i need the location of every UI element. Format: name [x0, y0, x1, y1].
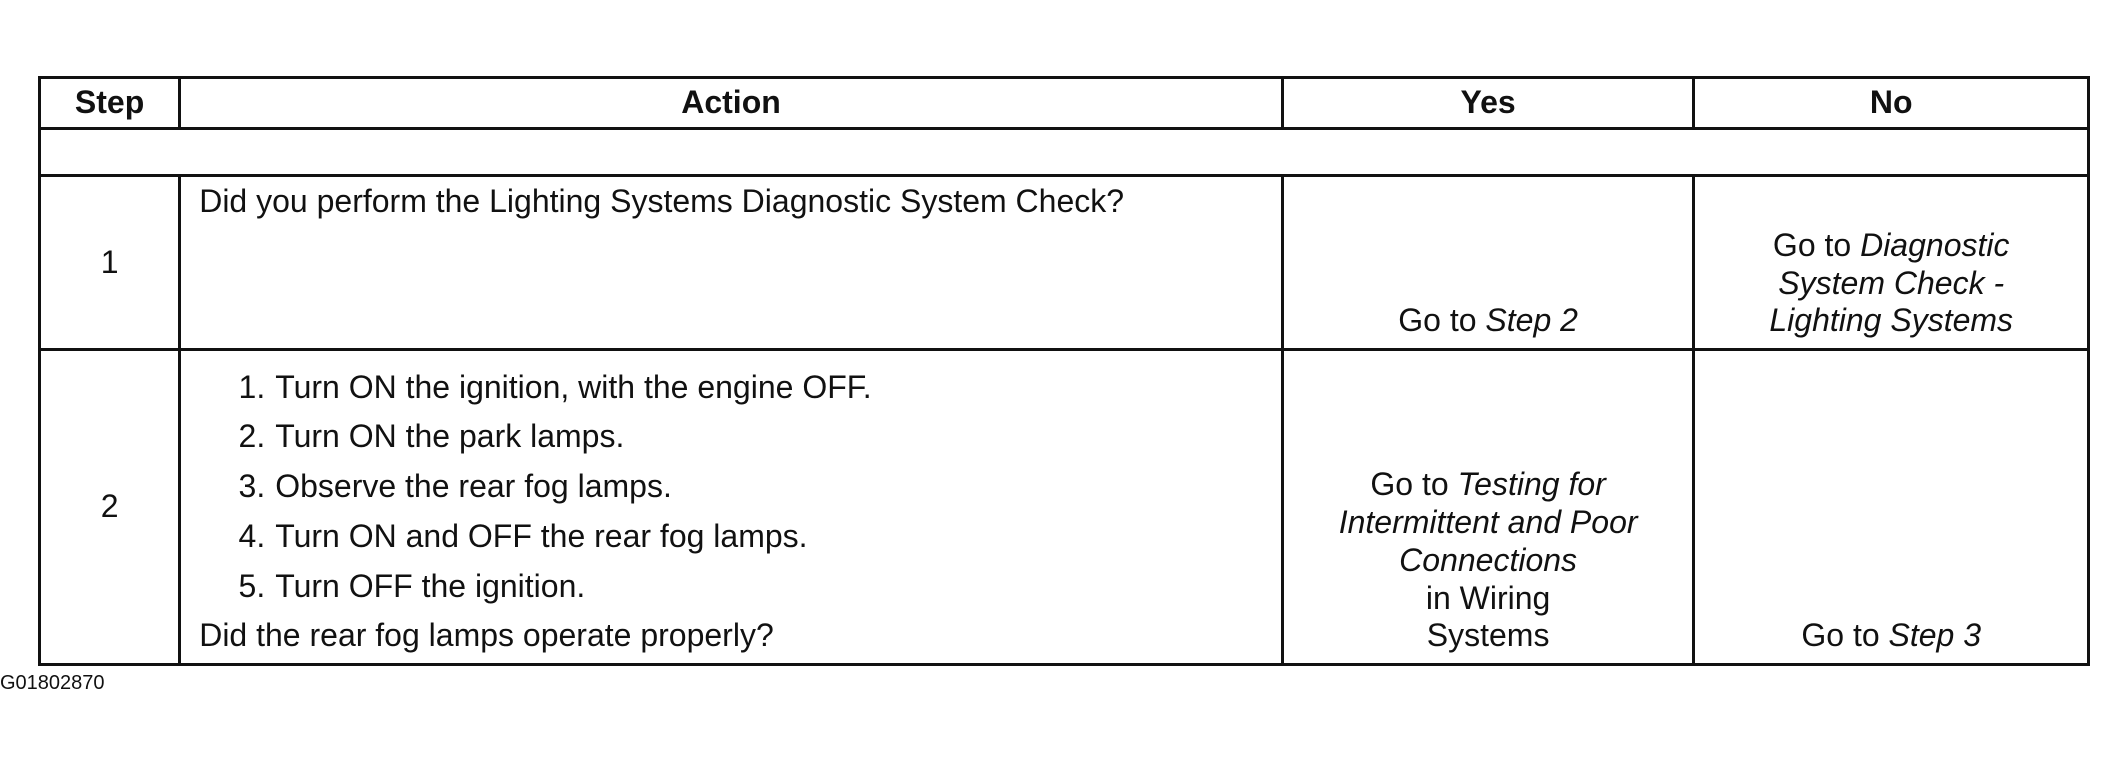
header-action: Action: [178, 76, 1284, 130]
yes-suffix-line-1: in Wiring: [1425, 579, 1551, 616]
no-ref-line-1: Diagnostic: [1860, 226, 2010, 263]
yes-prefix: Go to: [1398, 302, 1477, 339]
header-no: No: [1692, 76, 2090, 130]
yes-result: Go to Testing for Intermittent and Poor …: [1280, 348, 1696, 666]
table-row: 2 1.Turn ON the ignition, with the engin…: [37, 348, 2090, 666]
diagnostic-table: Step Action Yes No 1 Did you perform the…: [37, 76, 2090, 666]
table-row: 1 Did you perform the Lighting Systems D…: [37, 174, 2090, 351]
instruction-number: 4.: [238, 517, 266, 554]
instruction-item: 4.Turn ON and OFF the rear fog lamps.: [199, 518, 1263, 556]
instruction-item: 2.Turn ON the park lamps.: [199, 418, 1263, 456]
yes-ref-line-3: Connections: [1399, 541, 1578, 578]
header-row: Step Action Yes No: [37, 76, 2090, 130]
yes-result: Go to Step 2: [1280, 174, 1696, 351]
instruction-number: 5.: [238, 567, 266, 604]
instruction-item: 5.Turn OFF the ignition.: [199, 568, 1263, 606]
action-question: Did the rear fog lamps operate properly?: [199, 617, 774, 654]
step-number: 1: [37, 174, 182, 351]
figure-id: G01802870: [0, 672, 105, 694]
instruction-list: 1.Turn ON the ignition, with the engine …: [199, 369, 1263, 606]
spacer-row: [38, 127, 2090, 177]
instruction-number: 3.: [238, 468, 266, 504]
instruction-text: Turn ON and OFF the rear fog lamps.: [275, 517, 808, 554]
instruction-item: 3.Observe the rear fog lamps.: [199, 468, 1263, 506]
no-ref-line-2: System Check -: [1778, 264, 2005, 301]
no-ref-line-3: Lighting Systems: [1769, 302, 2014, 339]
spacer-cell: [38, 127, 2090, 177]
no-prefix: Go to: [1772, 226, 1852, 263]
action-question: Did you perform the Lighting Systems Dia…: [178, 174, 1284, 351]
instruction-number: 1.: [238, 368, 266, 405]
yes-suffix-line-2: Systems: [1426, 617, 1550, 654]
instruction-text: Turn ON the park lamps.: [275, 418, 625, 455]
no-result: Go to Diagnostic System Check - Lighting…: [1692, 174, 2090, 351]
no-step-ref: Step 3: [1888, 617, 1982, 654]
yes-ref-line-2: Intermittent and Poor: [1338, 504, 1638, 540]
yes-step-ref: Step 2: [1485, 302, 1578, 339]
yes-ref-line-1: Testing for: [1457, 466, 1606, 503]
instruction-text: Turn ON the ignition, with the engine OF…: [275, 368, 872, 405]
instruction-number: 2.: [238, 418, 266, 455]
header-yes: Yes: [1280, 76, 1696, 130]
header-step: Step: [37, 76, 182, 130]
no-result: Go to Step 3: [1692, 348, 2090, 666]
step-number: 2: [37, 348, 182, 666]
no-prefix: Go to: [1801, 617, 1880, 654]
action-instructions: 1.Turn ON the ignition, with the engine …: [178, 348, 1284, 666]
yes-prefix: Go to: [1370, 466, 1449, 503]
instruction-text: Observe the rear fog lamps.: [275, 468, 672, 504]
instruction-text: Turn OFF the ignition.: [275, 567, 586, 604]
instruction-item: 1.Turn ON the ignition, with the engine …: [199, 369, 1263, 407]
